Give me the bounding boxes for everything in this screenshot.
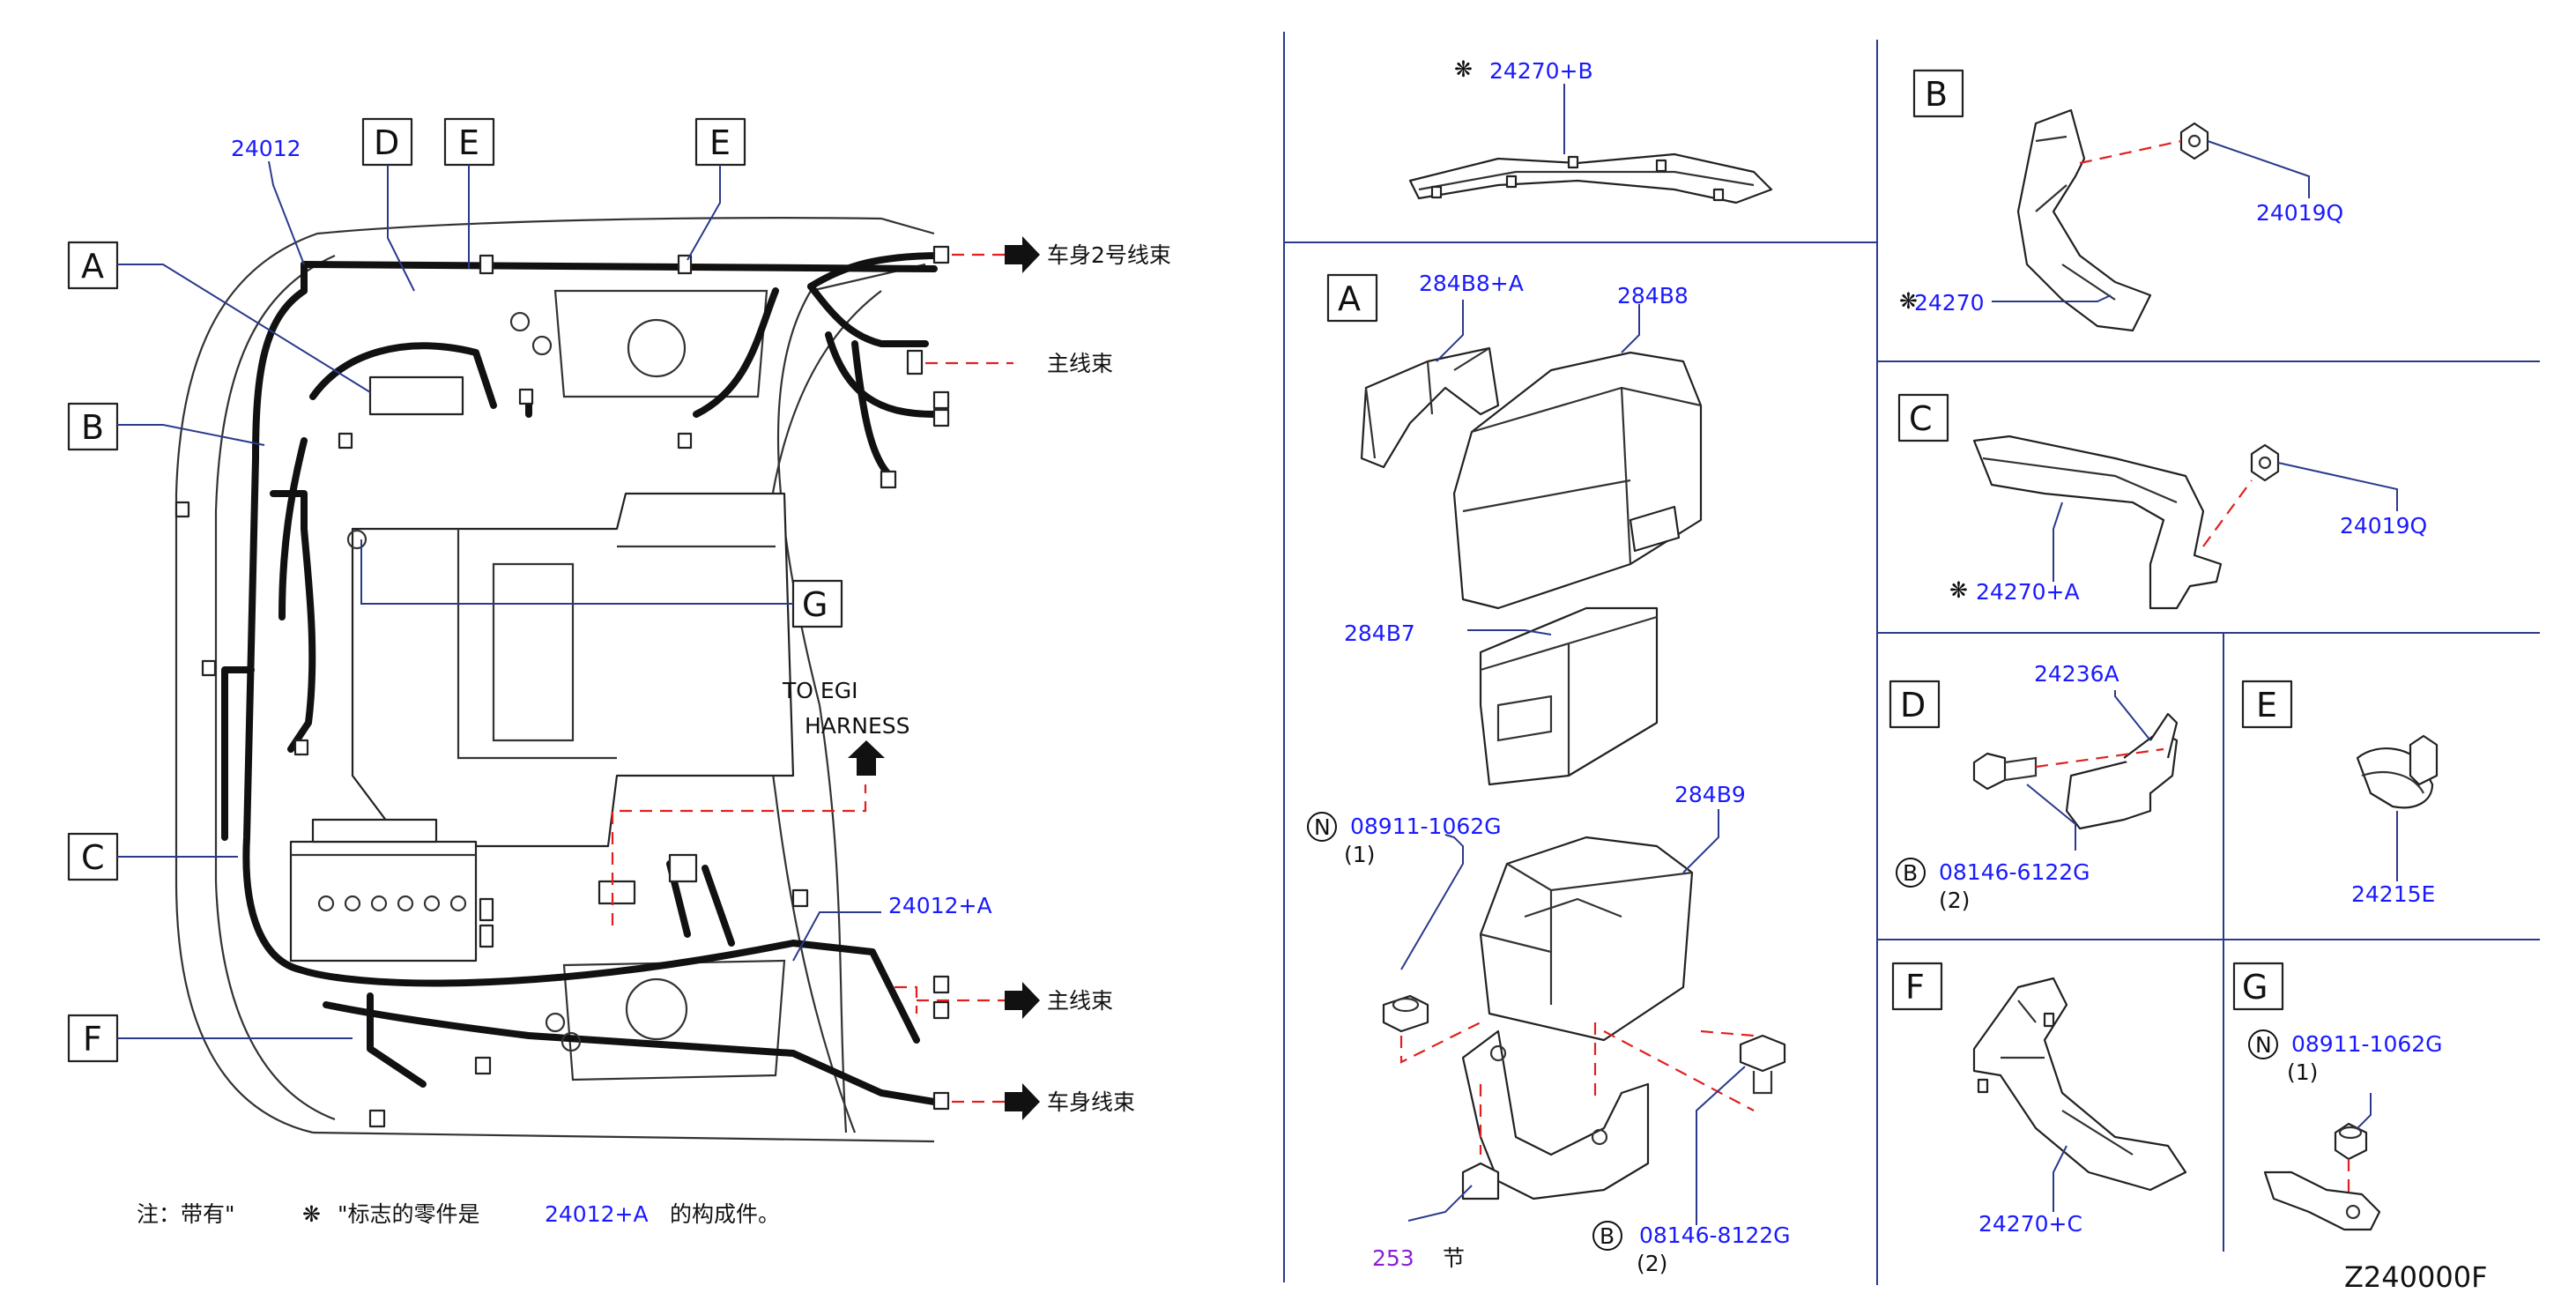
part-label-284b7: 284B7 — [1344, 621, 1415, 646]
circle-n-panel-a: N — [1314, 814, 1331, 840]
section-ref-253: 253 — [1372, 1245, 1414, 1271]
part-label-24215e: 24215E — [2351, 881, 2435, 907]
callout-c: C — [81, 838, 105, 877]
qty-08146-6122g: (2) — [1939, 888, 1970, 913]
panel-e: E 24215E — [2241, 680, 2439, 907]
mark-24270-b: ❋ — [1454, 56, 1473, 82]
part-label-284b9: 284B9 — [1674, 782, 1746, 807]
mark-24270-a: ❋ — [1949, 577, 1968, 603]
part-label-24019q-c: 24019Q — [2340, 513, 2427, 539]
callout-g: G — [802, 585, 828, 624]
callout-b: B — [81, 408, 104, 447]
panel-d: D 24236A B 08146-6122G (2) — [1889, 661, 2179, 913]
figure-code: Z240000F — [2344, 1260, 2487, 1294]
callout-a: A — [81, 247, 104, 286]
panel-top-24270b: ❋ 24270+B — [1408, 56, 1773, 204]
panel-g: G N 08911-1062G (1) — [2232, 962, 2443, 1231]
connectors — [174, 245, 950, 1128]
qty-08911-a: (1) — [1344, 842, 1375, 867]
panel-f: F 24270+C — [1891, 962, 2187, 1237]
part-label-08911-1062g-a: 08911-1062G — [1350, 814, 1502, 839]
panel-f-letter: F — [1905, 968, 1925, 1007]
panel-a: A — [1307, 271, 1791, 1276]
part-label-24019q-b: 24019Q — [2256, 200, 2343, 226]
panel-c: C 24019Q ❋ 24270+A — [1897, 393, 2427, 610]
note-prefix: 注：带有" — [137, 1201, 235, 1227]
qty-08146-8122g: (2) — [1637, 1251, 1667, 1276]
destination-body: 车身线束 — [1047, 1089, 1135, 1115]
part-label-08146-6122g: 08146-6122G — [1939, 859, 2090, 885]
panel-g-letter: G — [2242, 968, 2268, 1007]
callout-leaders — [117, 160, 881, 1039]
qty-08911-g: (1) — [2287, 1059, 2318, 1085]
part-label-284b8: 284B8 — [1617, 283, 1689, 308]
panel-a-letter: A — [1338, 279, 1361, 318]
panel-d-letter: D — [1900, 686, 1926, 725]
part-label-08146-8122g: 08146-8122G — [1639, 1223, 1791, 1248]
part-label-24012-a: 24012+A — [888, 893, 992, 918]
destination-main-top: 主线束 — [1047, 351, 1113, 376]
circle-b-panel-a: B — [1600, 1223, 1615, 1249]
part-label-284b8-a: 284B8+A — [1419, 271, 1524, 296]
part-label-24270-a: 24270+A — [1976, 579, 2080, 605]
callout-boxes — [67, 117, 843, 1063]
part-label-24270-b: 24270+B — [1489, 58, 1593, 84]
panel-frame — [1283, 32, 2540, 1285]
part-label-24270-c: 24270+C — [1978, 1211, 2082, 1237]
destination-main-bottom: 主线束 — [1047, 988, 1113, 1014]
part-label-08911-1062g-g: 08911-1062G — [2291, 1031, 2443, 1057]
callout-d: D — [374, 123, 399, 162]
engine-bay-drawing — [174, 217, 950, 1143]
circle-b-panel-d: B — [1903, 860, 1918, 886]
panel-b-letter: B — [1925, 75, 1948, 114]
callout-e-2: E — [709, 123, 731, 162]
battery-cells — [317, 895, 467, 912]
note-mark: ❋ — [302, 1201, 321, 1227]
part-label-24236a: 24236A — [2034, 661, 2119, 687]
destination-egi-line1: TO EGI — [782, 678, 857, 703]
callout-f: F — [83, 1020, 102, 1059]
note-line: 注：带有" ❋ "标志的零件是 24012+A 的构成件。 — [137, 1201, 780, 1227]
note-middle: "标志的零件是 — [338, 1201, 480, 1227]
note-suffix: 的构成件。 — [670, 1201, 780, 1227]
panel-c-letter: C — [1909, 399, 1933, 438]
destination-egi-line2: HARNESS — [805, 713, 910, 739]
destination-arrows — [611, 236, 1040, 1120]
note-part: 24012+A — [545, 1201, 649, 1227]
callout-e-1: E — [458, 123, 479, 162]
section-suffix: 节 — [1443, 1245, 1465, 1271]
circle-n-panel-g: N — [2255, 1032, 2272, 1058]
panel-b: B 24019Q ❋ 24270 — [1899, 69, 2343, 332]
part-label-24270: 24270 — [1914, 290, 1985, 316]
destination-body2: 车身2号线束 — [1047, 242, 1171, 268]
callout-letters: A B C F D E E G — [81, 123, 828, 1059]
panel-e-letter: E — [2256, 686, 2277, 725]
mark-24270: ❋ — [1899, 288, 1918, 314]
part-label-24012: 24012 — [231, 136, 301, 161]
